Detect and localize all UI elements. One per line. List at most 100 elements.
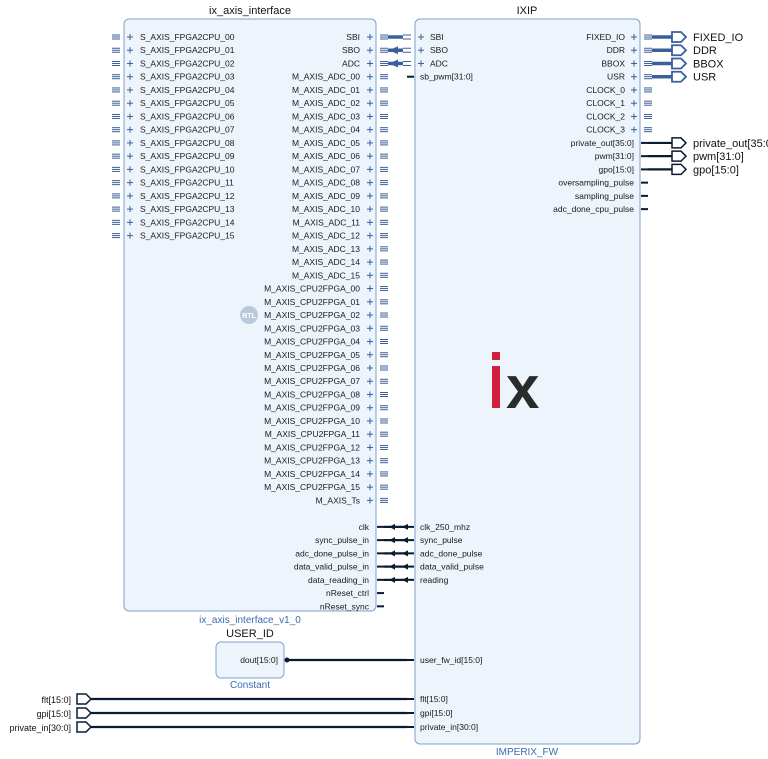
external-output-port-icon[interactable] <box>671 137 688 149</box>
axis-left-port-label[interactable]: S_AXIS_FPGA2CPU_04 <box>140 85 235 95</box>
external-output-label[interactable]: gpo[15:0] <box>693 164 739 176</box>
axis-right-port-label[interactable]: M_AXIS_ADC_05 <box>292 138 360 148</box>
axis-right-port-label[interactable]: M_AXIS_CPU2FPGA_01 <box>264 297 360 307</box>
ixip-right-port-label[interactable]: CLOCK_3 <box>586 125 625 135</box>
axis-signal-port-label[interactable]: sync_pulse_in <box>315 535 369 545</box>
ixip-right-port-label[interactable]: CLOCK_2 <box>586 111 625 121</box>
axis-right-port-label[interactable]: M_AXIS_Ts <box>316 495 360 505</box>
ixip-right-signal-label[interactable]: private_out[35:0] <box>571 138 634 148</box>
axis-right-port-label[interactable]: M_AXIS_CPU2FPGA_10 <box>264 416 360 426</box>
axis-right-port-label[interactable]: ADC <box>342 58 360 68</box>
ixip-left-port-label[interactable]: SBI <box>430 32 444 42</box>
axis-right-port-label[interactable]: M_AXIS_ADC_09 <box>292 191 360 201</box>
external-input-label[interactable]: gpi[15:0] <box>36 709 71 719</box>
ixip-left-port-label[interactable]: SBO <box>430 45 448 55</box>
external-input-label[interactable]: flt[15:0] <box>41 695 71 705</box>
external-input-port-icon[interactable] <box>76 707 93 719</box>
ixip-right-port-label[interactable]: DDR <box>607 45 625 55</box>
axis-right-port-label[interactable]: M_AXIS_CPU2FPGA_05 <box>264 350 360 360</box>
axis-right-port-label[interactable]: M_AXIS_CPU2FPGA_06 <box>264 363 360 373</box>
axis-right-port-label[interactable]: M_AXIS_CPU2FPGA_08 <box>264 389 360 399</box>
axis-right-port-label[interactable]: M_AXIS_CPU2FPGA_03 <box>264 323 360 333</box>
axis-right-port-label[interactable]: SBO <box>342 45 360 55</box>
axis-left-port-label[interactable]: S_AXIS_FPGA2CPU_08 <box>140 138 235 148</box>
axis-signal-port-label[interactable]: adc_done_pulse_in <box>295 548 369 558</box>
axis-right-port-label[interactable]: M_AXIS_ADC_14 <box>292 257 360 267</box>
external-output-label[interactable]: private_out[35:0] <box>693 138 768 150</box>
axis-right-port-label[interactable]: M_AXIS_ADC_00 <box>292 72 360 82</box>
external-output-label[interactable]: pwm[31:0] <box>693 151 744 163</box>
ixip-right-signal-label[interactable]: oversampling_pulse <box>558 178 634 188</box>
ixip-signal-port-label[interactable]: reading <box>420 575 449 585</box>
external-input-port-icon[interactable] <box>76 693 93 705</box>
axis-signal-port-label[interactable]: nReset_sync <box>320 601 370 611</box>
external-input-label[interactable]: private_in[30:0] <box>9 723 71 733</box>
axis-right-port-label[interactable]: M_AXIS_ADC_01 <box>292 85 360 95</box>
axis-right-port-label[interactable]: M_AXIS_CPU2FPGA_07 <box>264 376 360 386</box>
ixip-right-port-label[interactable]: FIXED_IO <box>586 32 625 42</box>
constant-port-label[interactable]: dout[15:0] <box>240 655 278 665</box>
external-output-label[interactable]: BBOX <box>693 58 724 70</box>
ixip-bottom-port-label[interactable]: flt[15:0] <box>420 694 448 704</box>
axis-left-port-label[interactable]: S_AXIS_FPGA2CPU_15 <box>140 231 235 241</box>
axis-left-port-label[interactable]: S_AXIS_FPGA2CPU_11 <box>140 178 234 188</box>
ixip-bottom-port-label[interactable]: gpi[15:0] <box>420 708 453 718</box>
external-output-port-icon[interactable] <box>671 31 688 43</box>
axis-left-port-label[interactable]: S_AXIS_FPGA2CPU_09 <box>140 151 235 161</box>
external-output-port-icon[interactable] <box>671 70 688 83</box>
axis-right-port-label[interactable]: M_AXIS_CPU2FPGA_15 <box>264 482 360 492</box>
axis-right-port-label[interactable]: SBI <box>346 32 360 42</box>
block-ixip[interactable] <box>414 18 641 745</box>
axis-left-port-label[interactable]: S_AXIS_FPGA2CPU_12 <box>140 191 235 201</box>
ixip-right-port-label[interactable]: BBOX <box>601 58 625 68</box>
axis-right-port-label[interactable]: M_AXIS_ADC_08 <box>292 178 360 188</box>
ixip-signal-port-label[interactable]: data_valid_pulse <box>420 562 484 572</box>
axis-right-port-label[interactable]: M_AXIS_ADC_10 <box>292 204 360 214</box>
axis-left-port-label[interactable]: S_AXIS_FPGA2CPU_14 <box>140 217 235 227</box>
external-output-label[interactable]: DDR <box>693 45 717 57</box>
external-input-port-icon[interactable] <box>76 721 93 733</box>
axis-left-port-label[interactable]: S_AXIS_FPGA2CPU_13 <box>140 204 235 214</box>
axis-left-port-label[interactable]: S_AXIS_FPGA2CPU_03 <box>140 72 235 82</box>
external-output-port-icon[interactable] <box>671 44 688 57</box>
ixip-right-port-label[interactable]: CLOCK_1 <box>586 98 625 108</box>
axis-right-port-label[interactable]: M_AXIS_CPU2FPGA_09 <box>264 403 360 413</box>
ixip-right-signal-label[interactable]: sampling_pulse <box>575 191 634 201</box>
axis-right-port-label[interactable]: M_AXIS_ADC_11 <box>293 217 361 227</box>
axis-signal-port-label[interactable]: clk <box>359 522 370 532</box>
external-output-label[interactable]: USR <box>693 72 716 84</box>
axis-right-port-label[interactable]: M_AXIS_CPU2FPGA_12 <box>264 442 360 452</box>
axis-signal-port-label[interactable]: nReset_ctrl <box>326 588 369 598</box>
external-output-port-icon[interactable] <box>671 163 688 176</box>
axis-right-port-label[interactable]: M_AXIS_CPU2FPGA_02 <box>264 310 360 320</box>
axis-right-port-label[interactable]: M_AXIS_ADC_06 <box>292 151 360 161</box>
axis-left-port-label[interactable]: S_AXIS_FPGA2CPU_05 <box>140 98 235 108</box>
axis-left-port-label[interactable]: S_AXIS_FPGA2CPU_07 <box>140 125 235 135</box>
axis-right-port-label[interactable]: M_AXIS_ADC_13 <box>292 244 360 254</box>
axis-left-port-label[interactable]: S_AXIS_FPGA2CPU_00 <box>140 32 235 42</box>
axis-left-port-label[interactable]: S_AXIS_FPGA2CPU_02 <box>140 58 235 68</box>
ixip-right-port-label[interactable]: CLOCK_0 <box>586 85 625 95</box>
ixip-right-signal-label[interactable]: adc_done_cpu_pulse <box>553 204 634 214</box>
axis-left-port-label[interactable]: S_AXIS_FPGA2CPU_06 <box>140 111 235 121</box>
ixip-right-port-label[interactable]: USR <box>607 72 625 82</box>
external-output-port-icon[interactable] <box>671 150 688 162</box>
ixip-bottom-port-label[interactable]: user_fw_id[15:0] <box>420 655 482 665</box>
ixip-left-port-label[interactable]: ADC <box>430 58 448 68</box>
axis-right-port-label[interactable]: M_AXIS_ADC_04 <box>292 125 360 135</box>
ixip-right-signal-label[interactable]: pwm[31:0] <box>595 151 634 161</box>
axis-left-port-label[interactable]: S_AXIS_FPGA2CPU_10 <box>140 164 235 174</box>
ixip-signal-port-label[interactable]: clk_250_mhz <box>420 522 470 532</box>
axis-right-port-label[interactable]: M_AXIS_ADC_07 <box>292 164 360 174</box>
axis-right-port-label[interactable]: M_AXIS_CPU2FPGA_00 <box>264 284 360 294</box>
external-output-port-icon[interactable] <box>671 57 688 70</box>
axis-right-port-label[interactable]: M_AXIS_CPU2FPGA_14 <box>264 469 360 479</box>
axis-signal-port-label[interactable]: data_reading_in <box>308 575 369 585</box>
axis-right-port-label[interactable]: M_AXIS_CPU2FPGA_04 <box>264 337 360 347</box>
ixip-right-signal-label[interactable]: gpo[15:0] <box>599 164 634 174</box>
axis-right-port-label[interactable]: M_AXIS_ADC_03 <box>292 111 360 121</box>
axis-right-port-label[interactable]: M_AXIS_ADC_15 <box>292 270 360 280</box>
ixip-bottom-port-label[interactable]: private_in[30:0] <box>420 722 478 732</box>
axis-signal-port-label[interactable]: data_valid_pulse_in <box>294 562 369 572</box>
axis-right-port-label[interactable]: M_AXIS_CPU2FPGA_13 <box>264 456 360 466</box>
